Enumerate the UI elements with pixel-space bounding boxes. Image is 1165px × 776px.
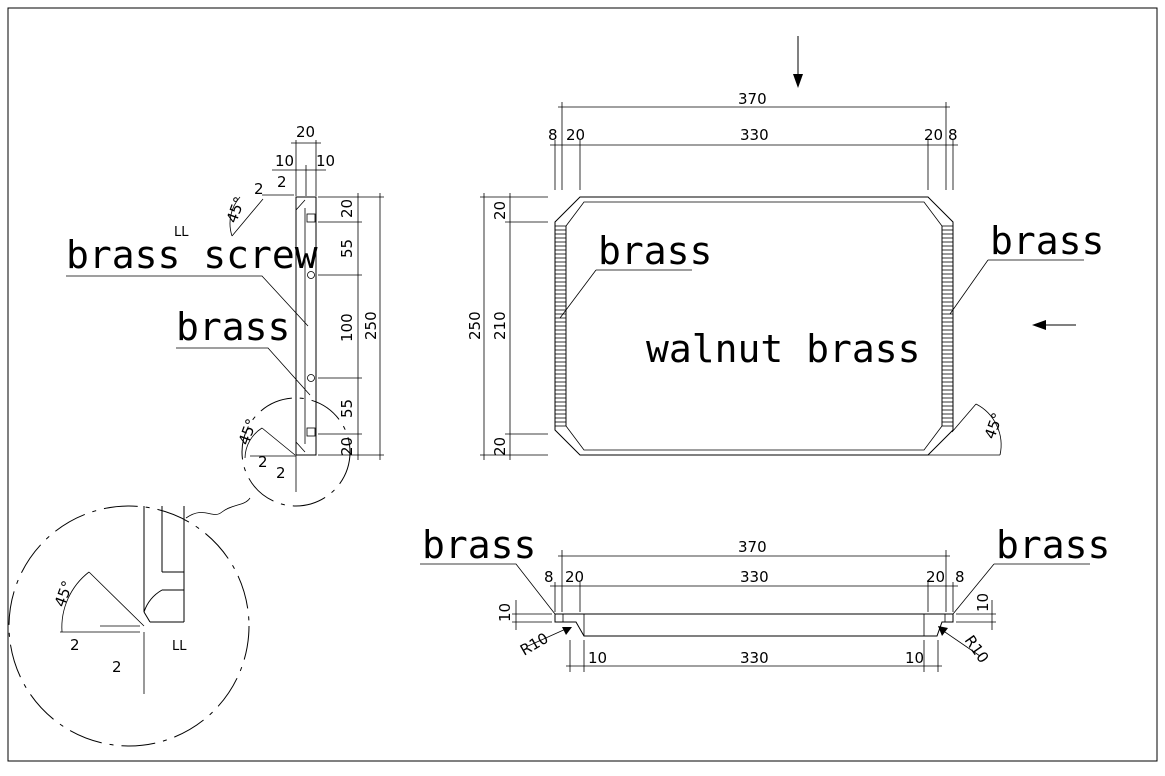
- bottom-profile: [554, 613, 954, 637]
- dim-bottom-left-edge: 8: [544, 568, 554, 586]
- label-brass-bottom-left: brass: [422, 523, 536, 567]
- leader-brass-front-right: [949, 259, 1084, 315]
- label-brass-front-left: brass: [598, 229, 712, 273]
- drawing-frame: [7, 7, 1158, 762]
- brass-strip-right: [942, 225, 953, 427]
- front-view: walnut brass brass brass 370 8 20 330 20…: [466, 36, 1104, 460]
- dim-front-right-bevel: 20: [924, 126, 943, 144]
- dim-side-bottom-a: 2: [258, 453, 268, 471]
- label-brass-bottom-right: brass: [996, 523, 1110, 567]
- side-profile: [295, 196, 317, 456]
- detail-view: 45° 2 2 LL: [8, 505, 250, 747]
- angle-front: 45°: [981, 410, 1007, 441]
- dim-bottom-left-thickness: 10: [496, 603, 514, 622]
- dim-bottom-inner-width: 330: [740, 568, 769, 586]
- dim-front-inner-width: 330: [740, 126, 769, 144]
- label-walnut-brass: walnut brass: [646, 327, 921, 371]
- dim-front-bottom-bevel: 20: [491, 437, 509, 456]
- r10-arrow-left-icon: [562, 627, 572, 635]
- dim-bottom-overall-width: 370: [738, 538, 767, 556]
- dim-front-top-bevel: 20: [491, 201, 509, 220]
- dim-side-total: 250: [362, 311, 380, 340]
- dim-bottom-base-width: 330: [740, 649, 769, 667]
- dim-side-seg-4: 55: [338, 399, 356, 418]
- detail-dim-a: 2: [70, 636, 80, 654]
- dim-front-inner-height: 210: [491, 311, 509, 340]
- detail-callout-leader: [185, 497, 251, 519]
- brass-strip-left: [555, 225, 566, 427]
- dim-side-bottom-b: 2: [276, 464, 286, 482]
- walnut-panel: [554, 196, 954, 456]
- screw-head-top: [307, 271, 315, 279]
- label-brass-front-right: brass: [990, 219, 1104, 263]
- label-brass-screw: brass screw: [66, 233, 318, 277]
- brass-cap-top: [306, 213, 316, 223]
- dim-bottom-right-bevel: 20: [926, 568, 945, 586]
- view-arrow-right-icon: [1032, 320, 1046, 330]
- dim-front-left-edge: 8: [548, 126, 558, 144]
- dim-front-overall-width: 370: [738, 90, 767, 108]
- dim-side-top-left: 10: [275, 152, 294, 170]
- angle-bottom: 45°: [235, 416, 261, 447]
- dim-side-seg-3: 100: [338, 313, 356, 342]
- r10-arrow-right-icon: [938, 626, 948, 636]
- leader-brass-side: [176, 347, 311, 396]
- dim-side-seg-5: 20: [338, 437, 356, 456]
- detail-angle: 45°: [51, 578, 77, 609]
- brass-cap-bottom: [306, 427, 316, 437]
- radius-left: R10: [517, 629, 552, 659]
- leader-brass-bottom-left: [420, 563, 556, 615]
- detail-circle: [8, 505, 250, 747]
- angle-arc-top: [229, 196, 264, 237]
- dim-bottom-left-bevel: 20: [565, 568, 584, 586]
- detail-dim-b: 2: [112, 658, 122, 676]
- label-brass-side: brass: [176, 305, 290, 349]
- dim-side-seg-1: 20: [338, 199, 356, 218]
- side-view: 20 10 10 2 45° 2 LL 20 55 100 55 20 250 …: [66, 123, 384, 519]
- screw-head-bottom: [307, 374, 315, 382]
- leader-brass-front-left: [559, 269, 692, 319]
- ll-mark-top: LL: [174, 225, 189, 240]
- dim-side-top-right: 10: [316, 152, 335, 170]
- dim-bottom-right-edge: 8: [955, 568, 965, 586]
- bottom-view: brass brass 370 8 20 330 20 8 10 10 R10: [420, 523, 1110, 672]
- dim-bottom-base-left: 10: [588, 649, 607, 667]
- radius-right: R10: [961, 632, 993, 667]
- leader-brass-bottom-right: [952, 563, 1090, 615]
- dim-side-top-width: 20: [296, 123, 315, 141]
- dim-front-left-bevel: 20: [566, 126, 585, 144]
- dim-front-right-edge: 8: [948, 126, 958, 144]
- dim-side-corner-b: 2: [254, 180, 264, 198]
- detail-callout-circle: [241, 397, 351, 507]
- dim-bottom-right-thickness: 10: [974, 593, 992, 612]
- leader-brass-screw: [66, 275, 309, 327]
- dim-bottom-base-right: 10: [905, 649, 924, 667]
- dim-front-overall-height: 250: [466, 311, 484, 340]
- dim-side-corner: 2: [277, 173, 287, 191]
- dim-side-seg-2: 55: [338, 239, 356, 258]
- ll-mark-detail: LL: [172, 639, 187, 654]
- view-arrow-top-icon: [793, 74, 803, 88]
